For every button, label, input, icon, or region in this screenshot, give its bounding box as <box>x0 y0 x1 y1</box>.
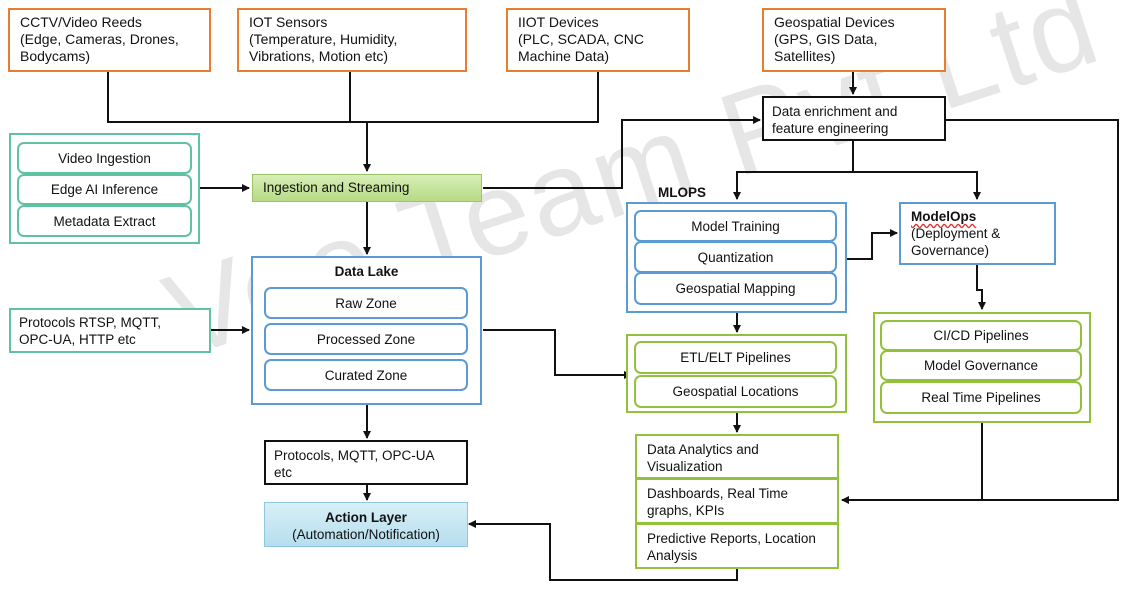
cicd-item: Real Time Pipelines <box>880 381 1082 414</box>
edge-item: Metadata Extract <box>17 205 192 237</box>
analytics-item: Data Analytics and Visualization <box>635 434 839 479</box>
etl-item: ETL/ELT Pipelines <box>634 341 837 374</box>
cctv-source-label: CCTV/Video Reeds (Edge, Cameras, Drones,… <box>20 14 179 64</box>
enrichment-split <box>733 141 854 200</box>
data-lake-zone: Raw Zone <box>264 287 468 319</box>
cctv-source-box: CCTV/Video Reeds (Edge, Cameras, Drones,… <box>8 8 211 72</box>
edge-item: Edge AI Inference <box>17 174 192 205</box>
etl-item: Geospatial Locations <box>634 375 837 408</box>
data-lake-title: Data Lake <box>334 264 399 279</box>
cicd-item: Model Governance <box>880 350 1082 381</box>
geospatial-devices-label: Geospatial Devices (GPS, GIS Data, Satel… <box>774 14 895 64</box>
geospatial-devices-box: Geospatial Devices (GPS, GIS Data, Satel… <box>762 8 946 72</box>
mlops-item: Model Training <box>634 210 837 242</box>
protocols-input-label: Protocols RTSP, MQTT, OPC-UA, HTTP etc <box>19 315 162 347</box>
enrichment-to-analytics-arrow <box>841 119 1119 504</box>
action-layer-title: Action Layer <box>325 510 407 525</box>
mlops-item: Geospatial Mapping <box>634 272 837 305</box>
protocols-input-box: Protocols RTSP, MQTT, OPC-UA, HTTP etc <box>9 308 211 353</box>
modelops-title: ModelOps <box>911 209 977 224</box>
iiot-devices-label: IIOT Devices (PLC, SCADA, CNC Machine Da… <box>518 14 645 64</box>
enrichment-to-modelops-arrow <box>853 171 981 200</box>
action-layer-box: Action Layer (Automation/Notification) <box>264 502 468 547</box>
data-lake-zone: Curated Zone <box>264 359 468 391</box>
analytics-to-action-arrow <box>468 520 738 581</box>
iot-sensors-box: IOT Sensors (Temperature, Humidity, Vibr… <box>237 8 467 72</box>
analytics-item: Predictive Reports, Location Analysis <box>635 523 839 569</box>
ingestion-streaming-label: Ingestion and Streaming <box>263 180 410 195</box>
data-enrichment-box: Data enrichment and feature engineering <box>762 96 946 141</box>
protocols-output-box: Protocols, MQTT, OPC-UA etc <box>264 440 468 485</box>
mlops-title: MLOPS <box>658 185 707 200</box>
iot-sensors-label: IOT Sensors (Temperature, Humidity, Vibr… <box>249 14 398 64</box>
ingestion-streaming-box: Ingestion and Streaming <box>252 174 482 202</box>
mlops-item: Quantization <box>634 241 837 273</box>
cicd-item: CI/CD Pipelines <box>880 320 1082 351</box>
data-lake-zone: Processed Zone <box>264 323 468 355</box>
action-layer-subtitle: (Automation/Notification) <box>292 527 440 542</box>
ingestion-to-enrichment-arrow <box>483 116 761 189</box>
edge-item: Video Ingestion <box>17 142 192 174</box>
analytics-item: Dashboards, Real Time graphs, KPIs <box>635 478 839 524</box>
iiot-devices-box: IIOT Devices (PLC, SCADA, CNC Machine Da… <box>506 8 690 72</box>
cctv-connector <box>107 72 367 123</box>
protocols-output-label: Protocols, MQTT, OPC-UA etc <box>274 448 435 480</box>
data-enrichment-label: Data enrichment and feature engineering <box>772 104 898 136</box>
mlops-to-modelops-arrow <box>847 229 898 260</box>
modelops-box: ModelOps (Deployment & Governance) <box>899 202 1056 265</box>
lake-to-etl-arrow <box>483 329 632 379</box>
iiot-connector <box>367 72 599 123</box>
modelops-to-cicd-arrow <box>976 265 986 310</box>
modelops-subtitle: (Deployment & Governance) <box>911 226 1001 258</box>
